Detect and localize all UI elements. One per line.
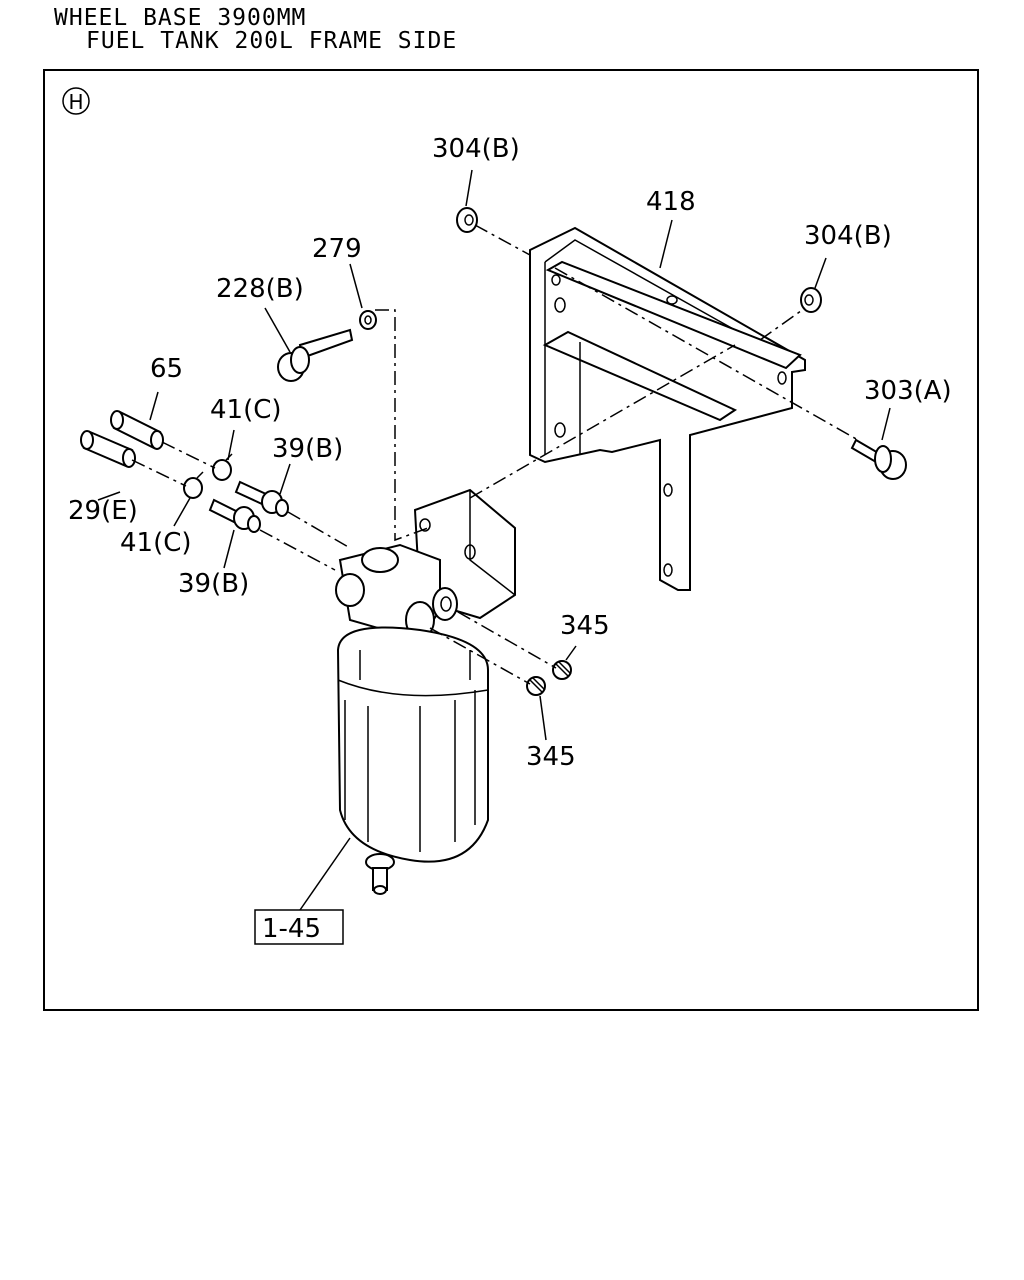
header-wheel-base: WHEEL BASE 3900MM <box>54 5 307 31</box>
callout-303a: 303(A) <box>864 376 952 406</box>
fuel-filter <box>335 488 516 895</box>
nut-304b-right <box>800 287 822 313</box>
callout-65: 65 <box>150 354 183 384</box>
section-marker-letter: H <box>68 90 83 114</box>
diagram-frame <box>43 69 979 1011</box>
callout-345-top: 345 <box>560 611 610 641</box>
nut-304b-top <box>456 207 478 233</box>
clamp-41c-bottom <box>183 471 204 499</box>
callout-345-bottom: 345 <box>526 742 576 772</box>
section-marker: H <box>62 87 90 115</box>
bolt-228b <box>277 328 354 382</box>
callout-304b-right: 304(B) <box>804 221 892 251</box>
bolt-303a <box>850 438 907 480</box>
callout-1-45: 1-45 <box>262 914 321 944</box>
hose-65 <box>110 410 164 450</box>
callout-box-1-45 <box>254 909 344 945</box>
plug-345-top <box>552 660 572 680</box>
callout-41c-top: 41(C) <box>210 395 282 425</box>
callout-228b: 228(B) <box>216 274 304 304</box>
callout-39b-top: 39(B) <box>272 434 343 464</box>
clamp-41c-top <box>212 453 233 481</box>
fitting-39b-bottom <box>208 498 261 533</box>
callout-279: 279 <box>312 234 362 264</box>
callout-29e: 29(E) <box>68 496 138 526</box>
callout-418: 418 <box>646 187 696 217</box>
callout-41c-bottom: 41(C) <box>120 528 192 558</box>
callout-39b-bottom: 39(B) <box>178 569 249 599</box>
header-fuel-tank: FUEL TANK 200L FRAME SIDE <box>86 28 458 54</box>
mounting-bracket <box>529 226 806 591</box>
fitting-39b-top <box>234 480 289 517</box>
plug-345-bottom <box>526 676 546 696</box>
callout-304b-top: 304(B) <box>432 134 520 164</box>
hose-29e <box>80 430 136 468</box>
washer-279 <box>359 310 377 330</box>
